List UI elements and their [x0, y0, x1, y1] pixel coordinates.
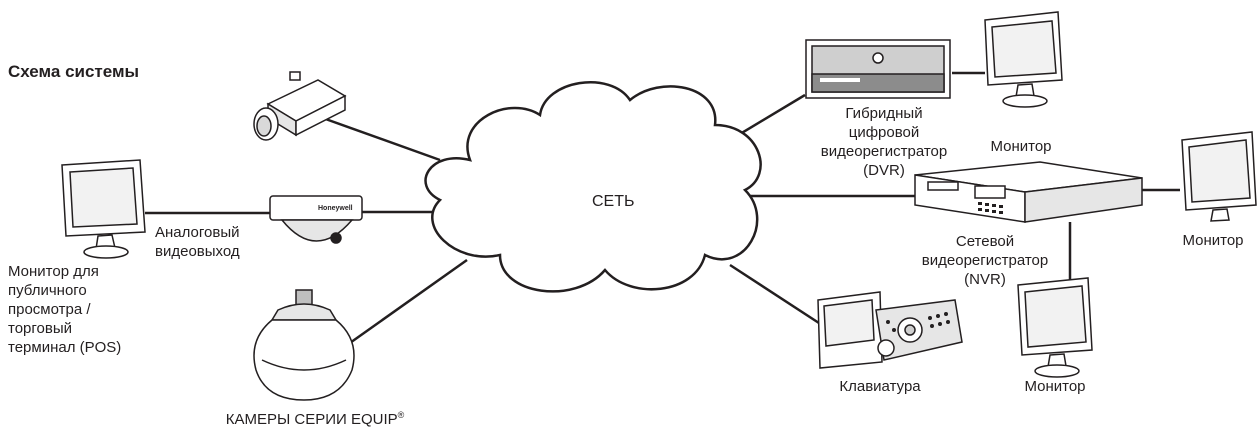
- line-box-camera: [319, 115, 441, 162]
- dome-brand-label: Honeywell: [318, 205, 353, 212]
- monitor-bottom-icon: [1017, 277, 1093, 378]
- hybrid-dvr-label: Гибридный цифровой видеорегистратор (DVR…: [820, 105, 948, 179]
- monitor-top-label: Монитор: [990, 138, 1052, 155]
- keyboard-label: Клавиатура: [839, 378, 921, 395]
- nvr-icon: [914, 161, 1143, 223]
- ptz-camera-icon: [253, 289, 355, 401]
- nvr-keypad: [978, 202, 1003, 214]
- nvr-label: Сетевой видеорегистратор (NVR): [921, 233, 1049, 288]
- keyboard-buttons: [886, 312, 950, 332]
- diagram-title: Схема системы: [8, 62, 140, 81]
- line-ptz-camera: [339, 258, 468, 352]
- keyboard-icon: [817, 291, 963, 369]
- monitor-right-label: Монитор: [1182, 232, 1244, 249]
- monitor-top-icon: [984, 11, 1063, 108]
- hybrid-dvr-icon: [805, 39, 951, 99]
- monitor-public-icon: [61, 159, 146, 259]
- line-keyboard: [729, 263, 823, 327]
- dome-camera-icon: Honeywell: [269, 195, 363, 244]
- network-cloud: [424, 81, 762, 293]
- monitor-right-icon: [1181, 131, 1257, 222]
- public-monitor-label: Монитор для публичного просмотра / торго…: [8, 263, 122, 356]
- network-label: СЕТЬ: [592, 193, 635, 210]
- monitor-bottom-label: Монитор: [1024, 378, 1086, 395]
- box-camera-icon: [253, 71, 347, 141]
- analog-out-label: Аналоговый видеовыход: [155, 224, 240, 260]
- equip-cameras-label: КАМЕРЫ СЕРИИ EQUIP®: [225, 410, 405, 428]
